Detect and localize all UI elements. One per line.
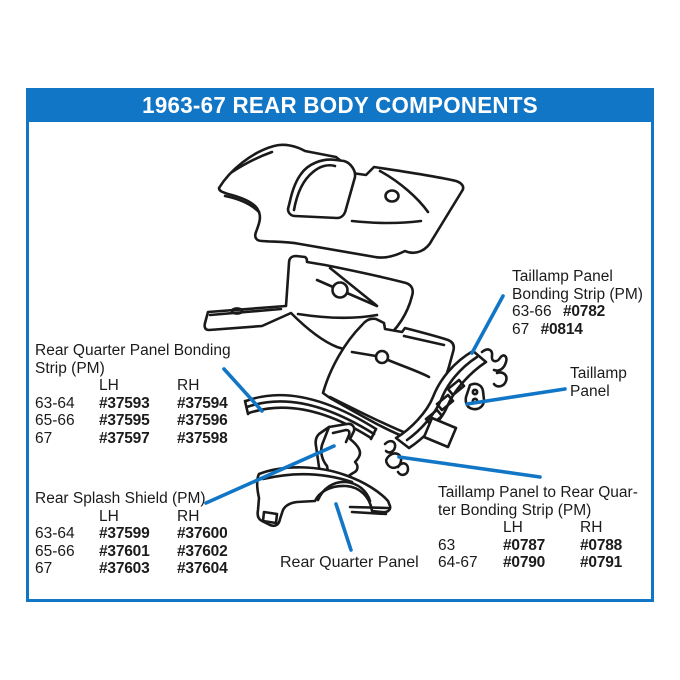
rear-deck-roof-panel-drawing bbox=[217, 143, 465, 259]
rh-part-number: #37594 bbox=[177, 394, 228, 412]
lh-part-number: #37603 bbox=[99, 560, 150, 577]
taillamp-panel-label: Taillamp Panel bbox=[570, 365, 627, 400]
years-cell: 65-66 bbox=[35, 412, 75, 429]
lh-part-number: #37597 bbox=[99, 429, 150, 447]
heading-line: Rear Splash Shield (PM) bbox=[35, 490, 206, 507]
rh-part-number: #0791 bbox=[580, 554, 623, 571]
lh-part-number: #37601 bbox=[99, 542, 150, 560]
leader-rear-quarter-panel bbox=[334, 502, 353, 552]
heading-line: Strip (PM) bbox=[35, 359, 105, 377]
table-row: 63-64 #37599 #37600 bbox=[35, 525, 228, 543]
spacer-cell bbox=[438, 519, 503, 537]
title-bar: 1963-67 REAR BODY COMPONENTS bbox=[26, 88, 654, 122]
rear-quarter-panel-drawing bbox=[255, 466, 392, 528]
rh-part-number: #37596 bbox=[177, 412, 228, 429]
spacer-cell bbox=[35, 377, 99, 395]
label-line: Taillamp bbox=[570, 365, 627, 382]
label-line: Rear Quarter Panel bbox=[280, 554, 419, 571]
table-header-row: LH RH bbox=[35, 508, 228, 526]
table-row: 67 #0814 bbox=[512, 321, 643, 339]
taillamp-bonding-strip-table: Taillamp Panel Bonding Strip (PM) 63-66 … bbox=[512, 268, 643, 338]
years-cell: 67 bbox=[512, 320, 530, 338]
col-header-lh: LH bbox=[99, 507, 119, 525]
table-header-row: LH RH bbox=[35, 377, 231, 395]
table-row: 64-67 #0790 #0791 bbox=[438, 554, 638, 572]
table-row: 63-64 #37593 #37594 bbox=[35, 395, 231, 413]
years-cell: 65-66 bbox=[35, 542, 75, 560]
leader-lines bbox=[204, 294, 567, 552]
rh-part-number: #37600 bbox=[177, 525, 228, 542]
table-row: 65-66 #37595 #37596 bbox=[35, 412, 231, 430]
years-cell: 64-67 bbox=[438, 554, 478, 571]
rh-part-number: #37598 bbox=[177, 429, 228, 447]
rear-splash-shield-table: Rear Splash Shield (PM) LH RH 63-64 #375… bbox=[35, 490, 228, 578]
table-row: 63 #0787 #0788 bbox=[438, 537, 638, 555]
rh-part-number: #0788 bbox=[580, 536, 623, 554]
table-row: 63-66 #0782 bbox=[512, 303, 643, 321]
rh-part-number: #37604 bbox=[177, 560, 228, 577]
leader-taillamp-to-quarter-strip bbox=[397, 455, 542, 479]
leader-taillamp-bonding-strip bbox=[470, 294, 505, 355]
col-header-rh: RH bbox=[177, 377, 200, 394]
years-cell: 67 bbox=[35, 560, 53, 577]
table-row: 67 #37603 #37604 bbox=[35, 560, 228, 578]
rh-part-number: #37602 bbox=[177, 542, 228, 560]
lh-part-number: #0790 bbox=[503, 554, 546, 571]
heading-line: Taillamp Panel to Rear Quar- bbox=[438, 484, 638, 501]
years-cell: 63 bbox=[438, 536, 456, 554]
lh-part-number: #37593 bbox=[99, 394, 150, 412]
col-header-lh: LH bbox=[99, 377, 119, 394]
label-line: Panel bbox=[570, 382, 610, 400]
spacer-cell bbox=[35, 508, 99, 526]
taillamp-to-quarter-strip-table: Taillamp Panel to Rear Quar- ter Bonding… bbox=[438, 484, 638, 572]
part-number: #0782 bbox=[562, 303, 606, 320]
col-header-rh: RH bbox=[177, 507, 200, 525]
leader-rear-splash-shield bbox=[204, 444, 336, 505]
table-row: 67 #37597 #37598 bbox=[35, 430, 231, 448]
heading-line: Bonding Strip (PM) bbox=[512, 285, 643, 303]
lh-part-number: #0787 bbox=[503, 536, 546, 554]
rear-quarter-panel-label: Rear Quarter Panel bbox=[280, 554, 419, 572]
years-cell: 63-64 bbox=[35, 525, 75, 542]
years-cell: 67 bbox=[35, 429, 53, 447]
taillamp-panel-drawing bbox=[383, 348, 508, 477]
leader-rear-quarter-bonding-strip bbox=[222, 367, 264, 413]
table-header-row: LH RH bbox=[438, 519, 638, 537]
years-cell: 63-64 bbox=[35, 394, 75, 412]
years-cell: 63-66 bbox=[512, 303, 552, 320]
lh-part-number: #37595 bbox=[99, 412, 150, 429]
col-header-lh: LH bbox=[503, 519, 523, 536]
heading-line: ter Bonding Strip (PM) bbox=[438, 501, 592, 519]
lh-part-number: #37599 bbox=[99, 525, 150, 542]
col-header-rh: RH bbox=[580, 519, 603, 536]
heading-line: Rear Quarter Panel Bonding bbox=[35, 342, 231, 359]
heading-line: Taillamp Panel bbox=[512, 268, 613, 285]
leader-taillamp-panel bbox=[465, 387, 567, 406]
page-title: 1963-67 REAR BODY COMPONENTS bbox=[142, 91, 538, 118]
table-row: 65-66 #37601 #37602 bbox=[35, 543, 228, 561]
rear-quarter-bonding-strip-table: Rear Quarter Panel Bonding Strip (PM) LH… bbox=[35, 342, 231, 447]
part-number: #0814 bbox=[540, 320, 583, 338]
